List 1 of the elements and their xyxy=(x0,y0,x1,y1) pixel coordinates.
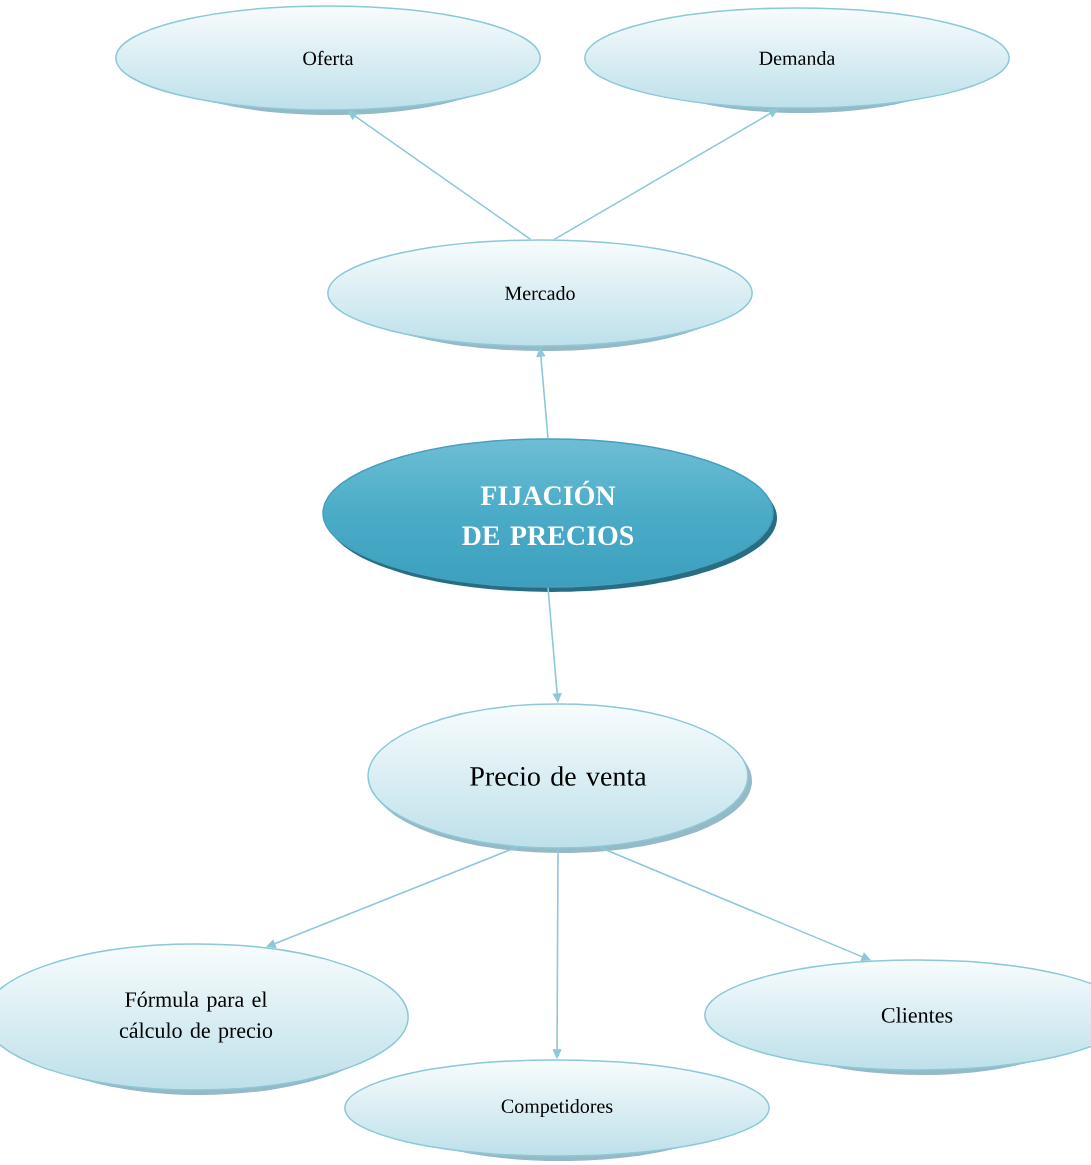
arrow xyxy=(347,110,532,241)
